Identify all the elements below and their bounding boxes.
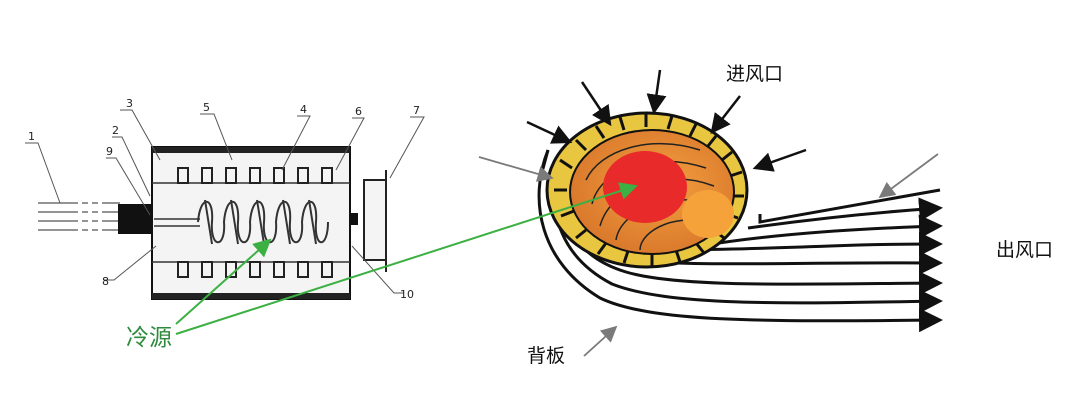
bottom-plate — [152, 293, 350, 299]
pointer-to-coil — [175, 238, 272, 325]
part-label-10: 10 — [400, 288, 414, 301]
part-label-5: 5 — [203, 101, 210, 114]
end-flange — [363, 179, 387, 261]
pointer-to-hot-core — [175, 182, 638, 335]
inlet-arrows — [526, 69, 807, 172]
air-inlet-label: 进风口 — [726, 63, 783, 85]
fan-airflow-diagram: 进风口 出风口 背板 — [478, 63, 1053, 367]
top-fins — [177, 167, 333, 184]
part-label-1: 1 — [28, 130, 35, 143]
part-label-6: 6 — [355, 105, 362, 118]
cold-source-annotation: 冷源 — [126, 182, 638, 351]
part-label-8: 8 — [102, 275, 109, 288]
connector-block — [118, 204, 154, 234]
top-plate — [152, 147, 350, 153]
part-label-2: 2 — [112, 124, 119, 137]
part-label-3: 3 — [126, 97, 133, 110]
air-outlet-label: 出风口 — [996, 239, 1053, 261]
part-label-7: 7 — [413, 104, 420, 117]
part-label-4: 4 — [300, 103, 307, 116]
leader-lines — [25, 109, 425, 294]
fan-blades — [554, 114, 744, 266]
part-label-9: 9 — [106, 145, 113, 158]
cold-source-label: 冷源 — [126, 325, 172, 351]
device-schematic: 1 2 3 5 4 6 7 9 8 10 — [25, 97, 425, 301]
gray-pointers — [478, 153, 939, 357]
back-plate-label: 背板 — [527, 345, 565, 367]
heat-spot — [682, 190, 734, 238]
input-wires — [38, 202, 120, 231]
hot-core — [603, 151, 687, 223]
spiral-coil — [197, 201, 329, 243]
